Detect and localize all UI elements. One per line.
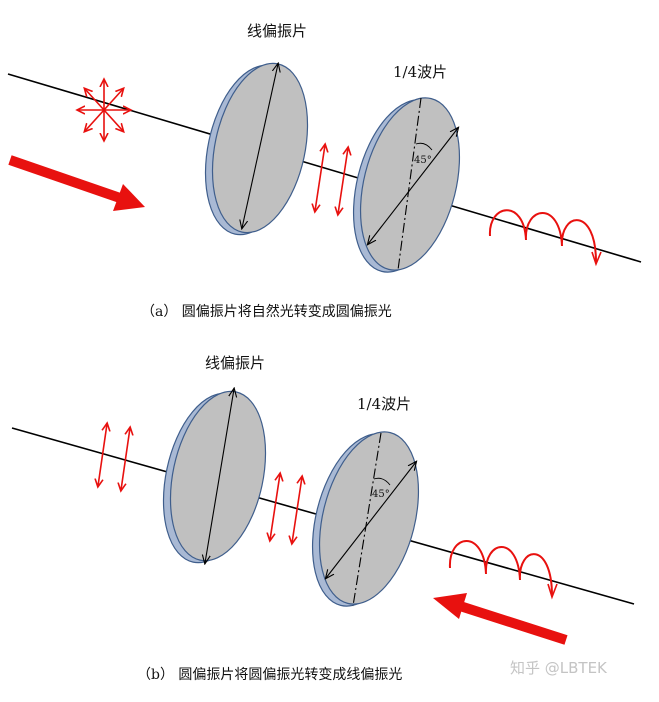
linear-polarized-light-b-middle	[270, 474, 302, 543]
waveplate-label-b: 1/4波片	[357, 395, 411, 413]
circular-polarized-light-a	[488, 209, 597, 263]
polarizer-label-b: 线偏振片	[205, 354, 265, 372]
polarization-direction-b	[326, 462, 416, 578]
helix-arrowhead-b	[547, 583, 558, 600]
linear-polarizer-b	[162, 383, 267, 572]
diagram-b: 45° 线偏振片 1/4波片 （b） 圆偏振片将圆偏振光转变成线偏振光	[11, 354, 635, 683]
optical-axis-a	[7, 73, 642, 263]
caption-a: （a） 圆偏振片将自然光转变成圆偏振光	[141, 303, 392, 320]
linear-polarized-light-a	[315, 145, 348, 214]
quarter-wave-plate-a: 45°	[352, 97, 461, 273]
watermark: 知乎 @LBTEK	[510, 659, 608, 677]
helix-arrowhead-a	[591, 251, 602, 267]
waveplate-label-a: 1/4波片	[393, 63, 447, 81]
linear-polarizer-a	[204, 55, 309, 236]
natural-light-icon	[78, 80, 130, 140]
angle-arc-b	[373, 477, 391, 486]
polarization-direction-a	[368, 128, 458, 244]
circular-polarized-light-b	[448, 540, 553, 597]
diagram-a: 45° 线偏振片 1/4波片 （a） 圆偏振片将自然光转变成圆偏振光	[7, 22, 642, 320]
angle-label-a: 45°	[414, 155, 432, 166]
transmission-axis-a	[242, 64, 278, 228]
light-direction-arrow-right	[8, 155, 145, 211]
angle-label-b: 45°	[372, 489, 390, 500]
polarizer-label-a: 线偏振片	[247, 22, 307, 40]
transmission-axis-b	[205, 389, 234, 563]
linear-polarized-light-b-left	[98, 424, 130, 490]
caption-b: （b） 圆偏振片将圆偏振光转变成线偏振光	[137, 667, 402, 683]
light-direction-arrow-left	[433, 593, 568, 645]
quarter-wave-plate-b: 45°	[311, 431, 420, 607]
angle-arc-a	[415, 142, 433, 151]
